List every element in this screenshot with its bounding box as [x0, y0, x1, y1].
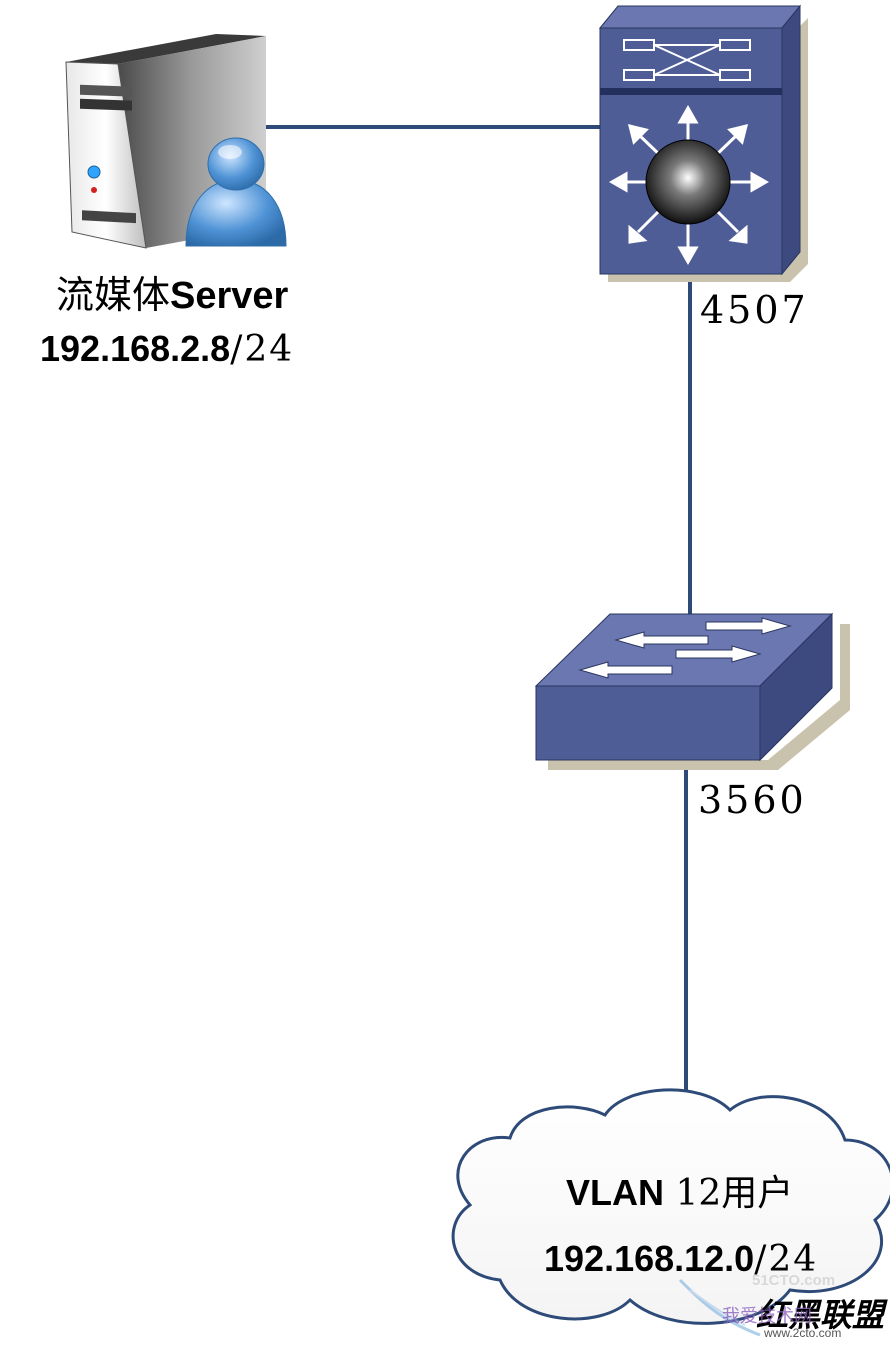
- core-switch-4507-icon: [598, 4, 808, 282]
- watermark-brand: 红黑联盟: [756, 1296, 885, 1334]
- core-switch-label: 4507: [700, 288, 809, 332]
- server-name-en: Server: [170, 275, 289, 317]
- server-ip-mask: /24: [230, 329, 295, 370]
- watermark-site: 51CTO.com: [752, 1272, 836, 1289]
- server-name: 流媒体Server: [56, 264, 288, 319]
- server-ip-address: 192.168.2.8: [40, 328, 231, 369]
- cloud-vlan: VLAN: [566, 1172, 664, 1213]
- cloud-vlan-suffix: 12用户: [664, 1173, 794, 1214]
- cloud-ip-address: 192.168.12.0: [544, 1238, 755, 1279]
- cloud-ip-mask: /24: [754, 1239, 819, 1280]
- access-switch-3560-icon: [534, 612, 850, 770]
- cloud-vlan-label: VLAN 12用户: [566, 1164, 793, 1216]
- watermark-slogan: 我爱技术网: [722, 1306, 812, 1327]
- user-cloud-icon: [451, 1088, 890, 1325]
- access-switch-label: 3560: [698, 778, 807, 822]
- watermark-url: www.2cto.com: [764, 1326, 842, 1340]
- network-links: [262, 125, 692, 1097]
- server-ip: 192.168.2.8/24: [40, 328, 294, 370]
- cloud-ip: 192.168.12.0/24: [544, 1238, 818, 1280]
- server-name-cn: 流媒体: [56, 273, 171, 317]
- user-icon: [185, 137, 287, 247]
- watermark-swoosh: [678, 1278, 761, 1337]
